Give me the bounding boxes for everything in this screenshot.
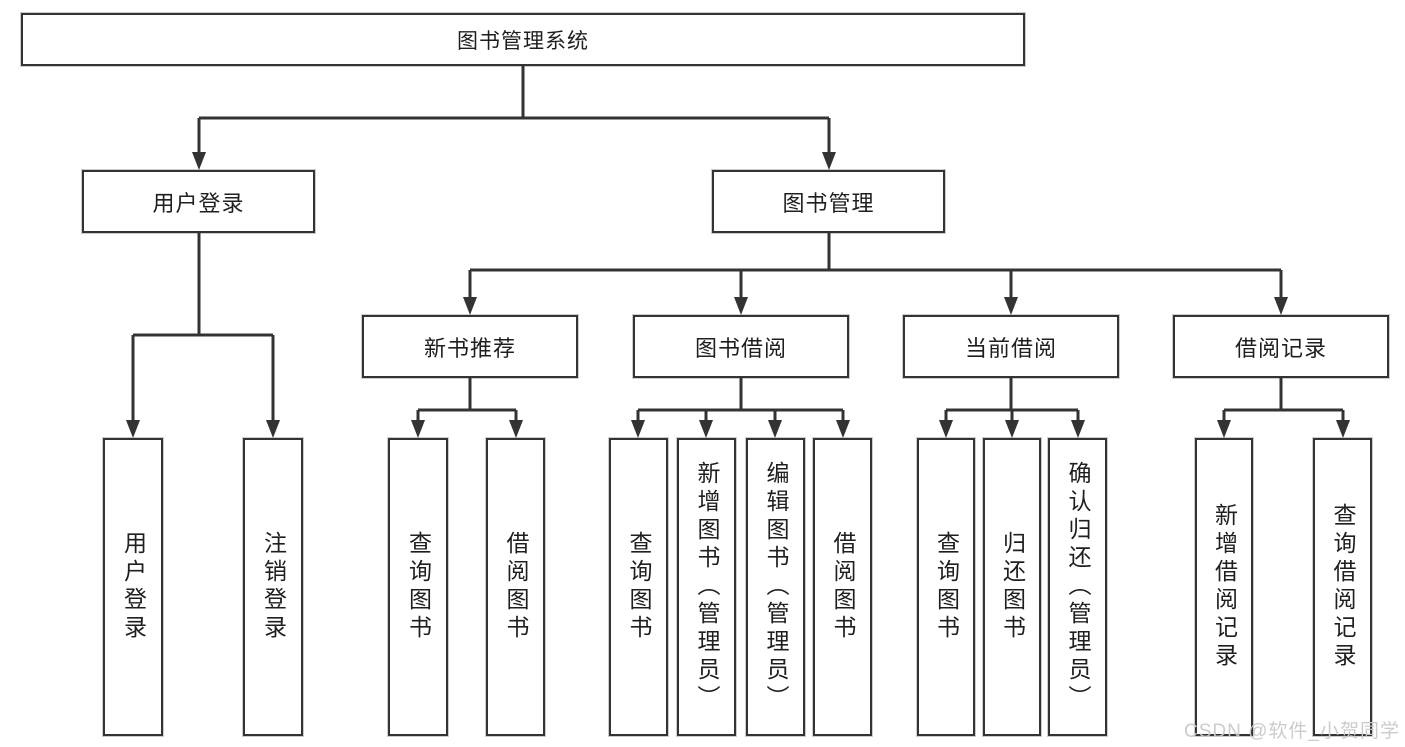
node-book-management: 图书管理 xyxy=(712,170,945,233)
arrow-icon xyxy=(822,152,836,170)
node-user-login: 用户登录 xyxy=(82,170,315,233)
arrow-icon xyxy=(1336,420,1350,438)
arrow-icon xyxy=(836,420,850,438)
arrow-icon xyxy=(1071,420,1085,438)
arrow-icon xyxy=(1004,297,1018,315)
arrow-icon xyxy=(1217,420,1231,438)
leaf-nbr-borrow-books: 借阅图书 xyxy=(486,438,545,736)
arrow-icon xyxy=(1274,297,1288,315)
node-root: 图书管理系统 xyxy=(21,13,1025,66)
arrow-icon xyxy=(463,297,477,315)
node-current-borrow: 当前借阅 xyxy=(903,315,1119,378)
leaf-bb-borrow-books: 借阅图书 xyxy=(813,438,872,736)
leaf-br-query-record: 查询借阅记录 xyxy=(1313,438,1372,736)
node-new-book-recommend: 新书推荐 xyxy=(362,315,578,378)
arrow-icon xyxy=(126,420,140,438)
leaf-br-add-record: 新增借阅记录 xyxy=(1195,438,1253,736)
leaf-nbr-query-books: 查询图书 xyxy=(388,438,448,736)
connector-lines xyxy=(131,66,1345,421)
leaf-cb-return-books: 归还图书 xyxy=(983,438,1041,736)
arrow-icon xyxy=(939,420,953,438)
leaf-bb-query-books: 查询图书 xyxy=(609,438,668,736)
leaf-cb-query-books: 查询图书 xyxy=(917,438,975,736)
arrow-icon xyxy=(411,420,425,438)
arrow-icon xyxy=(631,420,645,438)
arrow-icon xyxy=(509,420,523,438)
leaf-user-login: 用户登录 xyxy=(103,438,163,736)
leaf-logout: 注销登录 xyxy=(243,438,303,736)
arrow-icon xyxy=(734,297,748,315)
arrow-icon xyxy=(192,152,206,170)
arrow-icon xyxy=(768,420,782,438)
node-book-borrow: 图书借阅 xyxy=(633,315,849,378)
leaf-cb-confirm-return-admin: 确认归还（管理员） xyxy=(1048,438,1107,736)
arrow-icon xyxy=(1005,420,1019,438)
arrow-icon xyxy=(266,420,280,438)
leaf-bb-add-books-admin: 新增图书（管理员） xyxy=(677,438,736,736)
csdn-watermark: CSDN @软件_小贺同学 xyxy=(1184,721,1400,742)
arrowheads xyxy=(126,152,1350,438)
arrow-icon xyxy=(699,420,713,438)
node-borrow-records: 借阅记录 xyxy=(1173,315,1389,378)
leaf-bb-edit-books-admin: 编辑图书（管理员） xyxy=(746,438,805,736)
